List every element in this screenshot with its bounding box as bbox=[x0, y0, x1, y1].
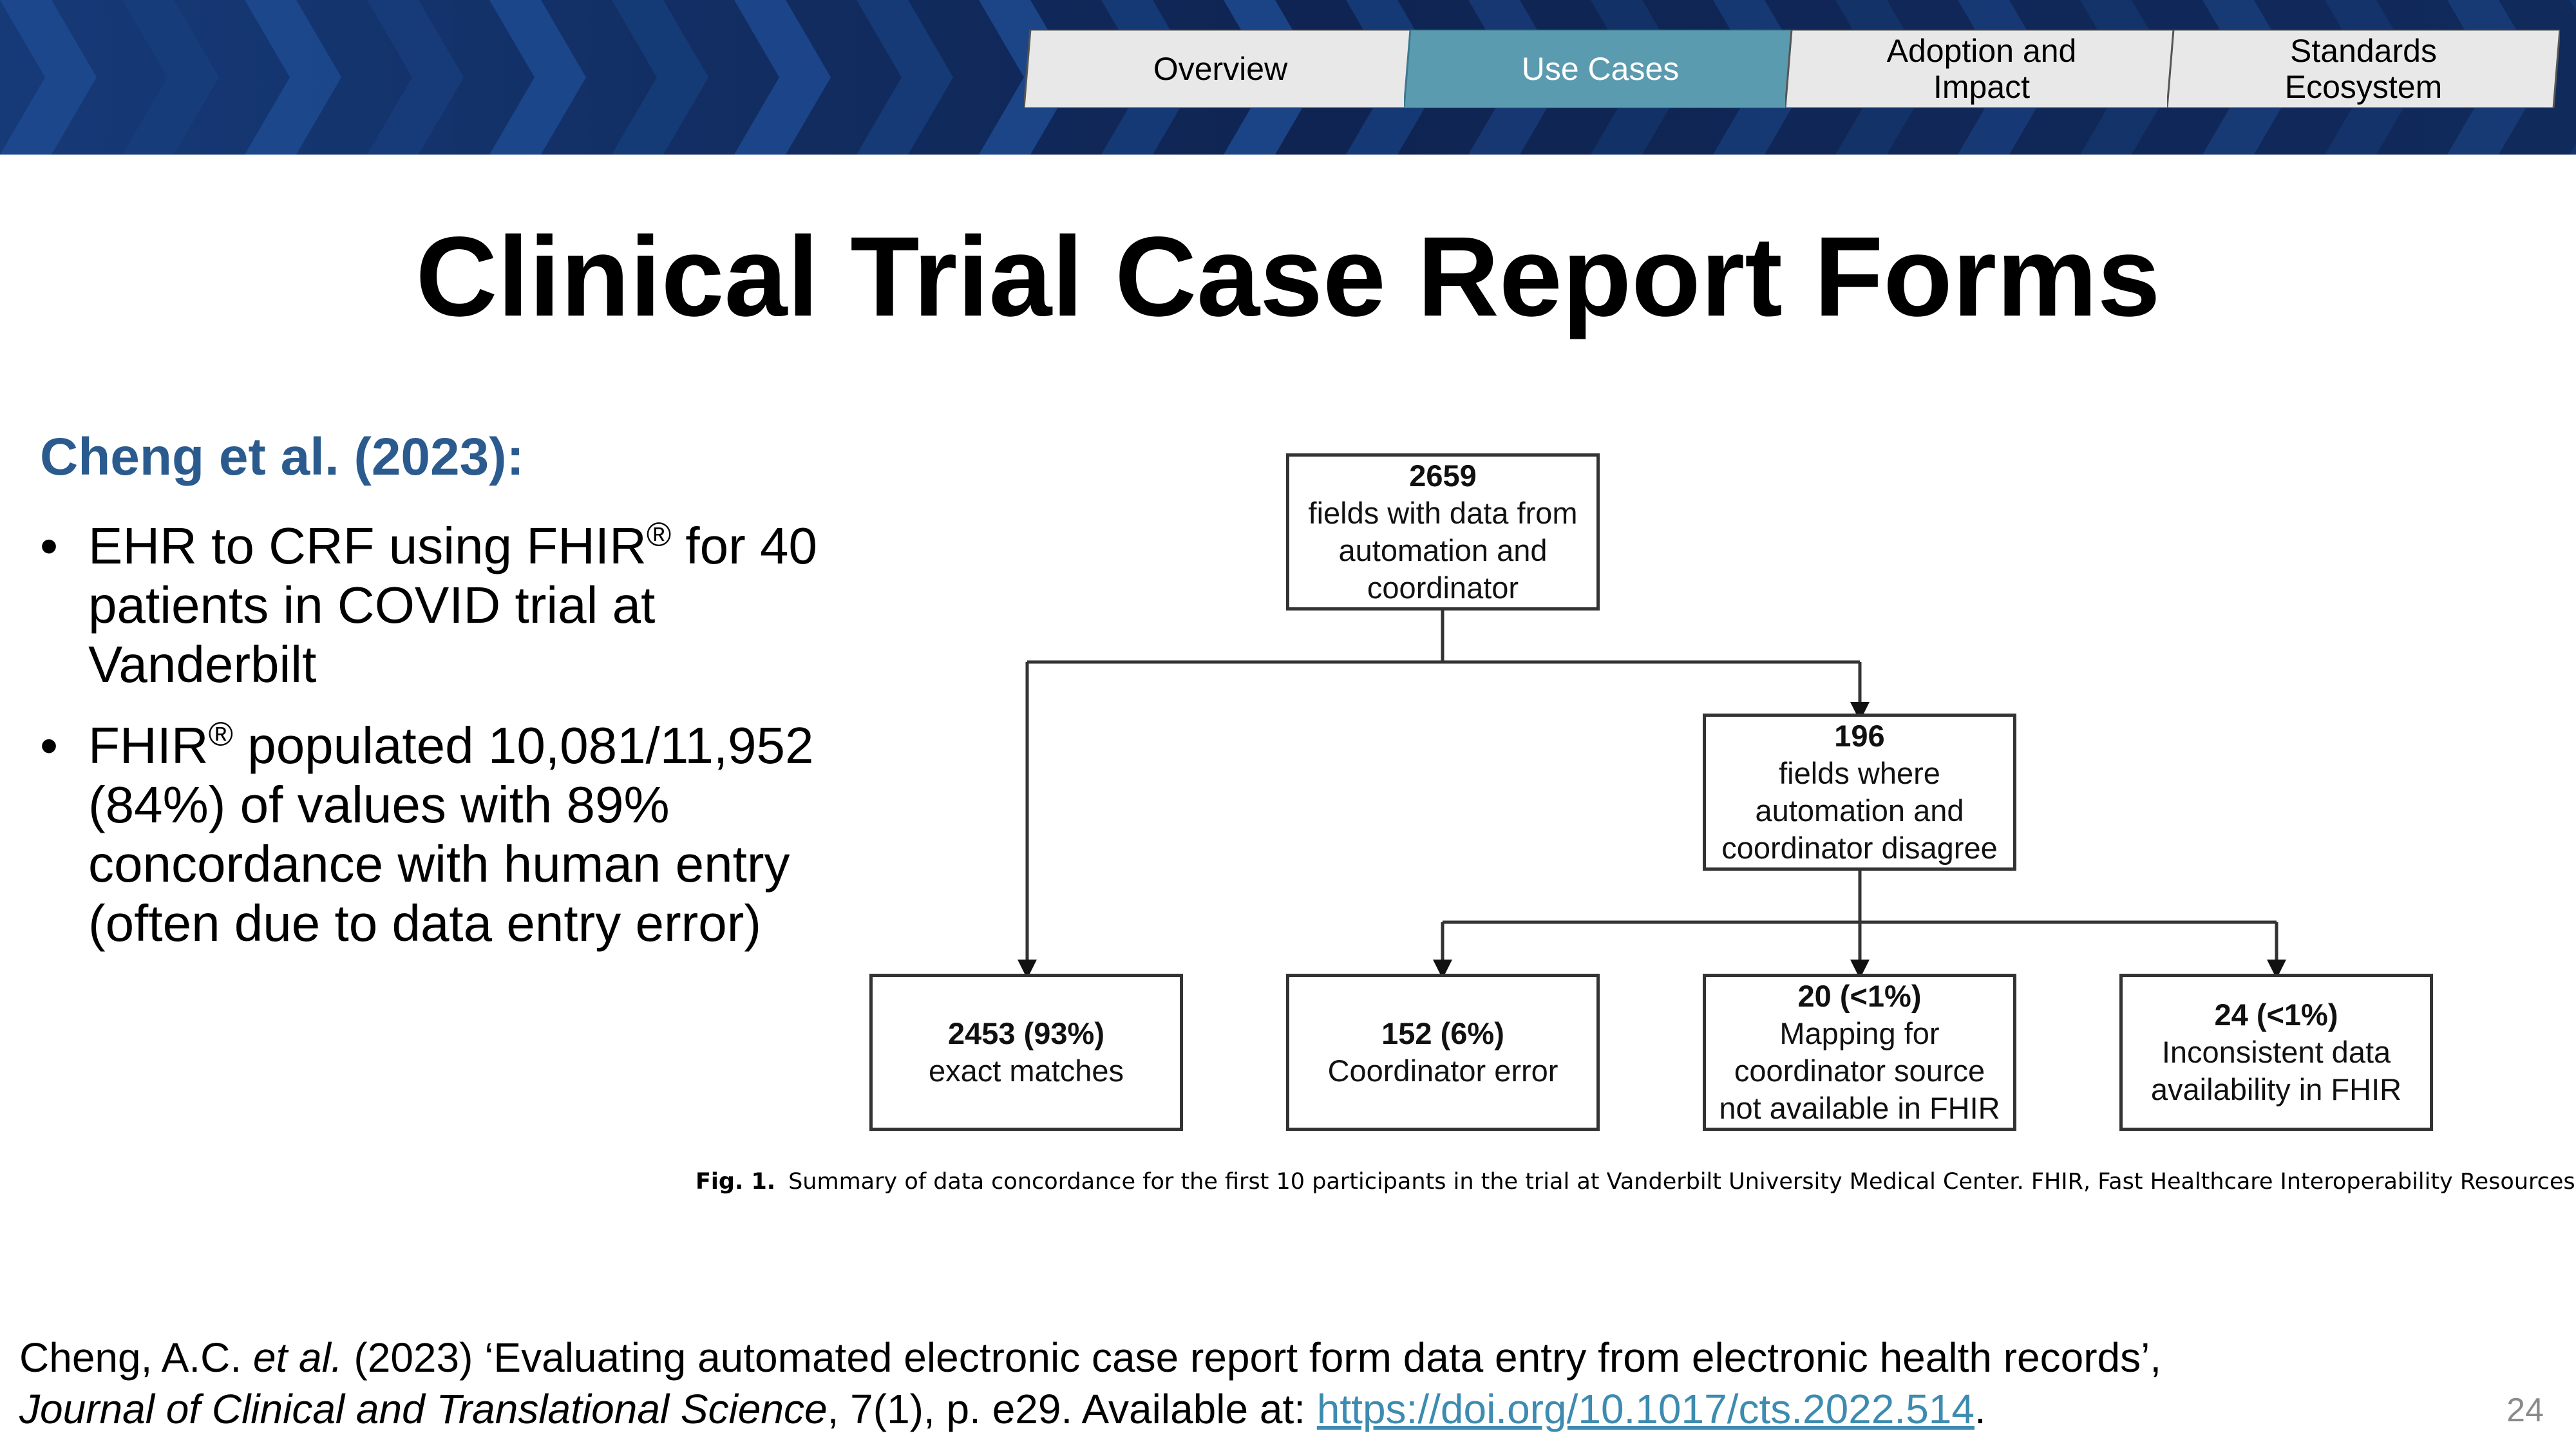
bullet-text: EHR to CRF using FHIR® for 40 patients i… bbox=[88, 516, 817, 693]
flow-box-inconsistent-data: 24 (<1%) Inconsistent data availability … bbox=[2119, 974, 2433, 1131]
box-number: 196 bbox=[1834, 719, 1885, 753]
figure-caption: Fig. 1. Summary of data concordance for t… bbox=[696, 1167, 2576, 1197]
figure-label: Fig. 1. bbox=[696, 1169, 776, 1195]
box-number: 24 (<1%) bbox=[2214, 998, 2338, 1032]
page-title: Clinical Trial Case Report Forms bbox=[415, 214, 2161, 340]
reference-citation: Cheng, A.C. et al. (2023) ‘Evaluating au… bbox=[19, 1334, 2162, 1432]
box-text: Inconsistent data availability in FHIR bbox=[2150, 1035, 2402, 1106]
doi-link[interactable]: https://doi.org/10.1017/cts.2022.514 bbox=[1316, 1386, 1975, 1432]
flowchart-connectors bbox=[1018, 611, 2286, 979]
tab-label: Overview bbox=[1153, 51, 1288, 87]
bullet-item: • EHR to CRF using FHIR® for 40 patients… bbox=[40, 516, 851, 694]
box-number: 20 (<1%) bbox=[1797, 979, 1922, 1013]
box-number: 2659 bbox=[1409, 459, 1477, 493]
box-number: 152 (6%) bbox=[1381, 1016, 1504, 1050]
box-text: Coordinator error bbox=[1327, 1054, 1558, 1088]
chevron-shape bbox=[489, 0, 586, 155]
chevron-shape bbox=[122, 0, 219, 155]
section-subheading: Cheng et al. (2023): bbox=[40, 428, 524, 486]
box-number: 2453 (93%) bbox=[948, 1016, 1104, 1050]
tab-label: Use Cases bbox=[1521, 51, 1680, 87]
bullet-marker: • bbox=[40, 517, 59, 574]
tab-adoption-and-impact[interactable]: Adoption and Impact bbox=[1785, 30, 2178, 108]
chevron-shape bbox=[734, 0, 831, 155]
caption-text: Summary of data concordance for the firs… bbox=[788, 1169, 2576, 1195]
bullet-text: FHIR® populated 10,081/11,952 (84%) of v… bbox=[88, 715, 814, 952]
chevron-shape bbox=[857, 0, 953, 155]
concordance-flowchart: 2659 fields with data from automation an… bbox=[863, 444, 2447, 1140]
box-text: fields where automation and coordinator … bbox=[1721, 756, 1998, 865]
flow-box-coordinator-error: 152 (6%) Coordinator error bbox=[1286, 974, 1600, 1131]
chevron-shape bbox=[367, 0, 464, 155]
bullet-marker: • bbox=[40, 717, 59, 774]
box-text: Mapping for coordinator source not avail… bbox=[1719, 1016, 2000, 1125]
chevron-shape bbox=[0, 0, 97, 155]
tab-standards-ecosystem[interactable]: Standards Ecosystem bbox=[2167, 30, 2560, 108]
tab-label: Standards Ecosystem bbox=[2284, 33, 2443, 105]
flow-box-exact-matches: 2453 (93%) exact matches bbox=[869, 974, 1183, 1131]
page-number: 24 bbox=[2506, 1392, 2544, 1429]
chevron-shape bbox=[612, 0, 708, 155]
box-text: exact matches bbox=[928, 1054, 1124, 1088]
tab-overview[interactable]: Overview bbox=[1024, 30, 1417, 108]
bullet-item: • FHIR® populated 10,081/11,952 (84%) of… bbox=[40, 716, 851, 953]
box-text: fields with data from automation and coo… bbox=[1308, 496, 1578, 605]
chevron-shape bbox=[245, 0, 341, 155]
flow-box-disagree: 196 fields where automation and coordina… bbox=[1703, 714, 2016, 871]
tab-label: Adoption and Impact bbox=[1886, 33, 2077, 105]
flow-box-total-fields: 2659 fields with data from automation an… bbox=[1286, 453, 1600, 611]
flow-box-mapping-unavailable: 20 (<1%) Mapping for coordinator source … bbox=[1703, 974, 2016, 1131]
tab-use-cases[interactable]: Use Cases bbox=[1404, 30, 1797, 108]
